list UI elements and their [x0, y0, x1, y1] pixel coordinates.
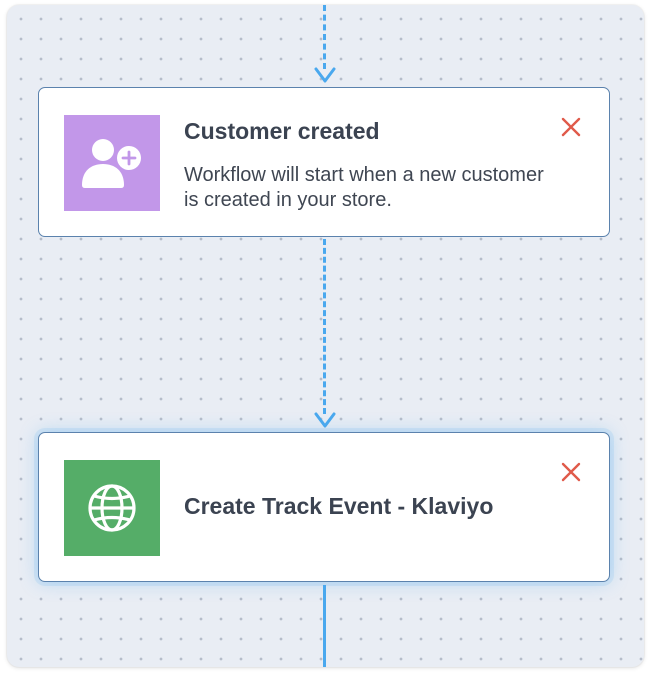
arrow-down-icon	[314, 67, 336, 83]
node-title: Create Track Event - Klaviyo	[184, 493, 494, 519]
workflow-node-create-track-event[interactable]: Create Track Event - Klaviyo	[38, 432, 610, 582]
connector-between	[323, 239, 326, 414]
node-icon-tile	[64, 115, 160, 211]
remove-node-button[interactable]	[559, 460, 583, 484]
connector-in	[323, 5, 326, 69]
connector-out	[323, 585, 326, 667]
close-icon	[561, 462, 581, 482]
globe-icon	[88, 484, 136, 532]
user-add-icon	[82, 139, 141, 188]
node-description: Workflow will start when a new customer …	[184, 164, 544, 211]
workflow-canvas[interactable]: Customer created Workflow will start whe…	[7, 5, 644, 667]
arrow-down-icon	[314, 412, 336, 428]
remove-node-button[interactable]	[559, 115, 583, 139]
close-icon	[561, 117, 581, 137]
workflow-node-customer-created[interactable]: Customer created Workflow will start whe…	[38, 87, 610, 237]
node-title: Customer created	[184, 118, 380, 144]
node-icon-tile	[64, 460, 160, 556]
